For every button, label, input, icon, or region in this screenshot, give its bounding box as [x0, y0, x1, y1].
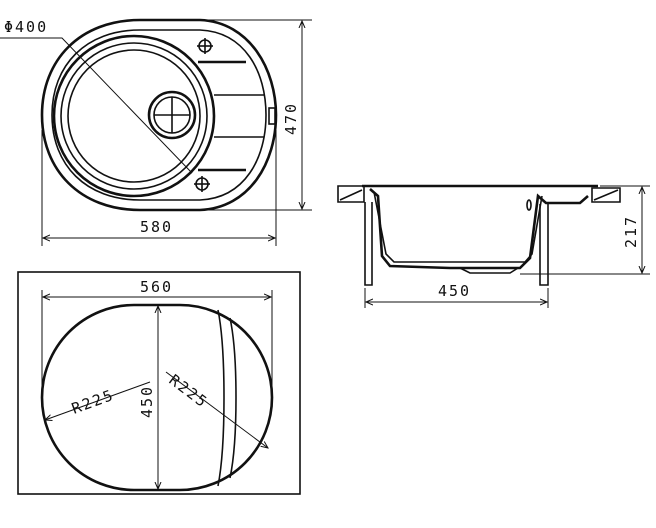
bowl-inner: [67, 49, 201, 183]
height-label: 470: [282, 102, 300, 135]
tap-hole-icon: [194, 176, 210, 192]
countertop-right: [591, 187, 621, 203]
bowl-outer: [52, 34, 216, 198]
radius-left-leader: [45, 381, 151, 420]
drainboard-ribs: [198, 60, 264, 172]
sink-rim-inner: [51, 29, 267, 201]
countertop-left: [337, 185, 365, 203]
radius-right-leader: [165, 371, 268, 448]
overflow-slot: [268, 107, 276, 125]
tap-hole-icon: [197, 38, 213, 54]
section-view: 217 450: [337, 184, 650, 308]
overflow-hole: [526, 199, 532, 211]
top-view: Φ400 470 580: [0, 18, 312, 246]
drain-icon: [147, 90, 197, 140]
cutout-view: 560 450 R225 R225: [17, 271, 301, 495]
depth-label: 217: [622, 215, 640, 248]
bowl-inner-wall: [373, 191, 543, 263]
bowl-middle: [60, 42, 208, 190]
cabinet-right: [539, 204, 549, 286]
diameter-leader: [0, 37, 193, 174]
width-label: 580: [140, 218, 173, 236]
bowl-width-label: 450: [438, 282, 471, 300]
countertop-panel: [17, 271, 301, 495]
bowl-diameter-label: Φ400: [4, 18, 48, 36]
cutout-inner-line: [229, 317, 237, 479]
sink-outline: [40, 18, 278, 212]
cutout-inner-line: [217, 309, 225, 487]
cutout-width-label: 560: [140, 278, 173, 296]
drain-section: [459, 267, 519, 274]
radius-left-label: R225: [69, 386, 117, 418]
cutout-height-label: 450: [138, 385, 156, 418]
bowl-section: [369, 188, 589, 270]
cutout-outline: [40, 303, 274, 492]
cabinet-left: [364, 202, 373, 286]
radius-right-label: R225: [166, 371, 212, 412]
